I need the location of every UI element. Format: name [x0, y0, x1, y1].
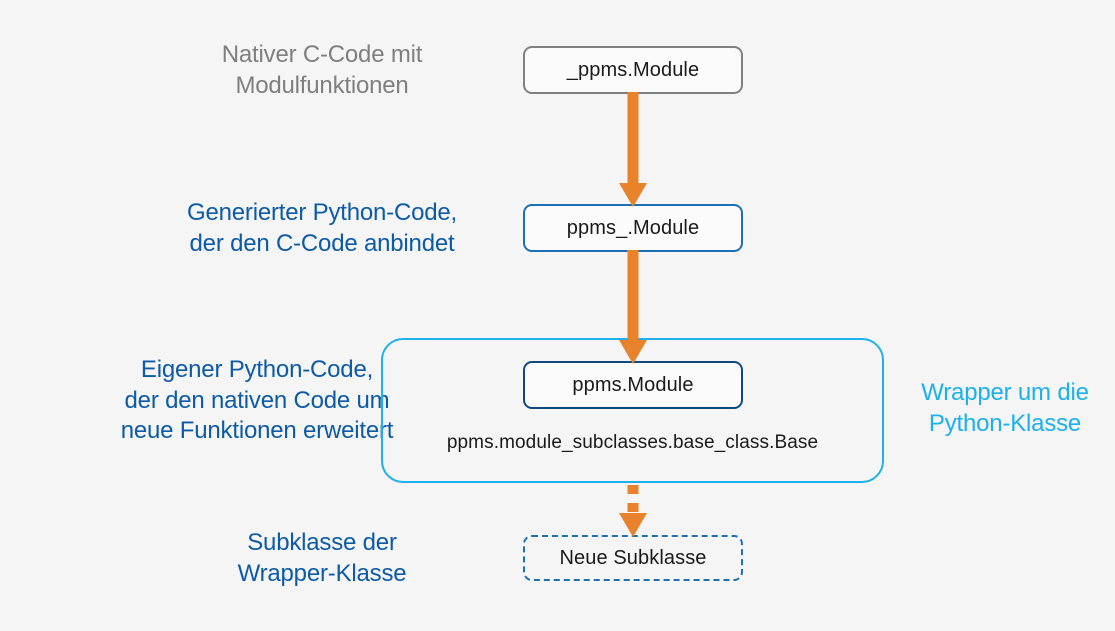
caption-own-python-code: Eigener Python-Code, der den nativen Cod… [120, 356, 394, 445]
node-native-module[interactable]: _ppms.Module [523, 46, 743, 94]
arrow-wrapped-to-subclass-icon [619, 485, 647, 537]
caption-native-c-code: Nativer C-Code mit Modulfunktionen [221, 41, 423, 99]
node-generated-module[interactable]: ppms_.Module [523, 204, 743, 252]
caption-generated-python-code: Generierter Python-Code, der den C-Code … [186, 199, 457, 257]
arrow-generated-to-wrapped-icon [619, 250, 647, 364]
node-base-class-path: ppms.module_subclasses.base_class.Base [446, 432, 819, 453]
caption-subclass-of-wrapper: Subklasse der Wrapper-Klasse [237, 529, 407, 587]
node-ppms-module[interactable]: ppms.Module [523, 361, 743, 409]
node-new-subclass[interactable]: Neue Subklasse [523, 535, 743, 581]
arrow-native-to-generated-icon [619, 92, 647, 207]
caption-wrapper-python-class: Wrapper um die Python-Klasse [921, 379, 1089, 437]
